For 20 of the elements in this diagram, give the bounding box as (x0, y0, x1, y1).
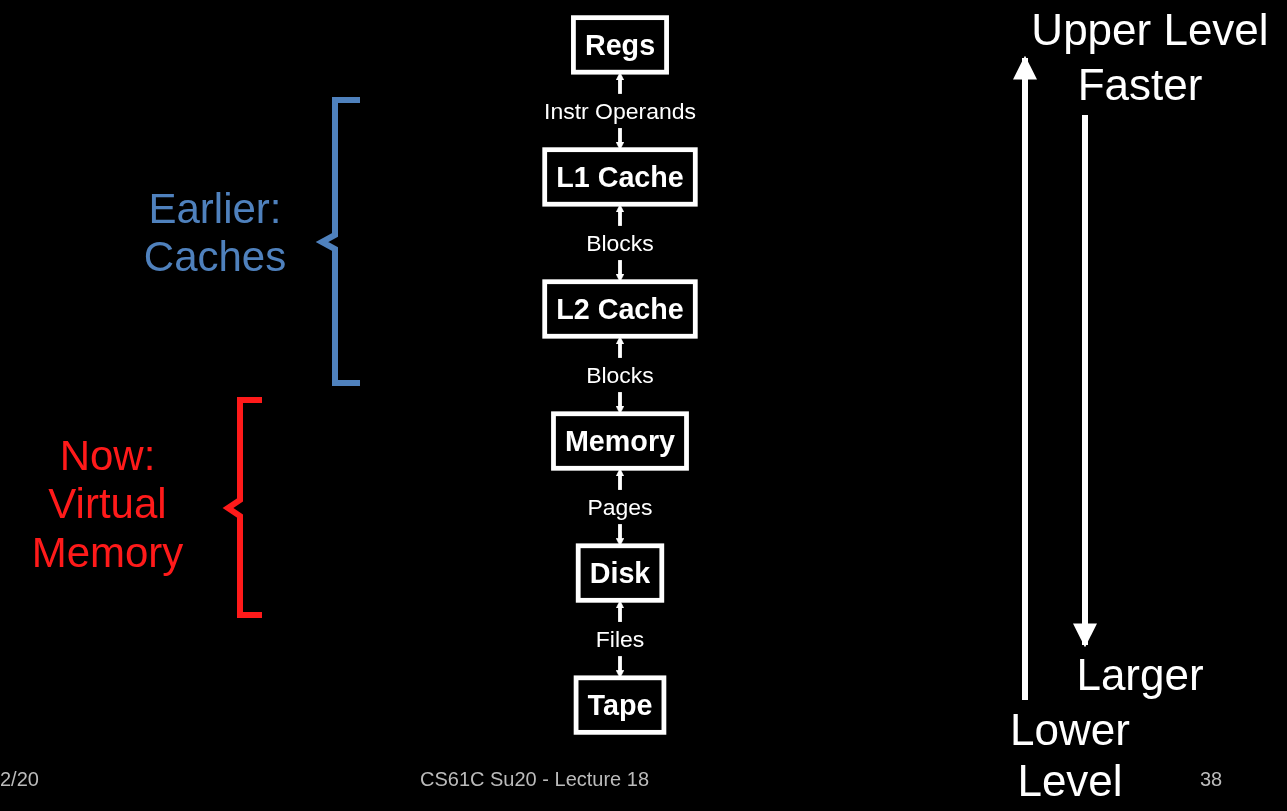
node-box: Regs (571, 15, 669, 75)
bracket-label: Now: Virtual Memory (30, 432, 185, 577)
node-box: L2 Cache (542, 279, 698, 339)
speed-label: Faster (1076, 60, 1204, 111)
node-box: L1 Cache (542, 147, 698, 207)
edge-label: Instr Operands (544, 97, 696, 124)
node-box: Memory (551, 411, 689, 471)
page-number: 38 (1200, 768, 1224, 791)
level-label: Upper Level (1030, 5, 1270, 56)
edge-label: Files (595, 625, 645, 652)
footer-date: 2/20 (0, 768, 40, 791)
node-box: Tape (573, 675, 667, 735)
node-box: Disk (575, 543, 665, 603)
edge-label: Blocks (586, 229, 654, 256)
edge-label: Blocks (586, 361, 654, 388)
footer-text: CS61C Su20 - Lecture 18 (420, 768, 651, 791)
bracket-label: Earlier: Caches (142, 185, 288, 282)
size-label: Larger (1075, 650, 1205, 701)
edge-label: Pages (587, 493, 653, 520)
level-label: Lower Level (1009, 705, 1131, 807)
